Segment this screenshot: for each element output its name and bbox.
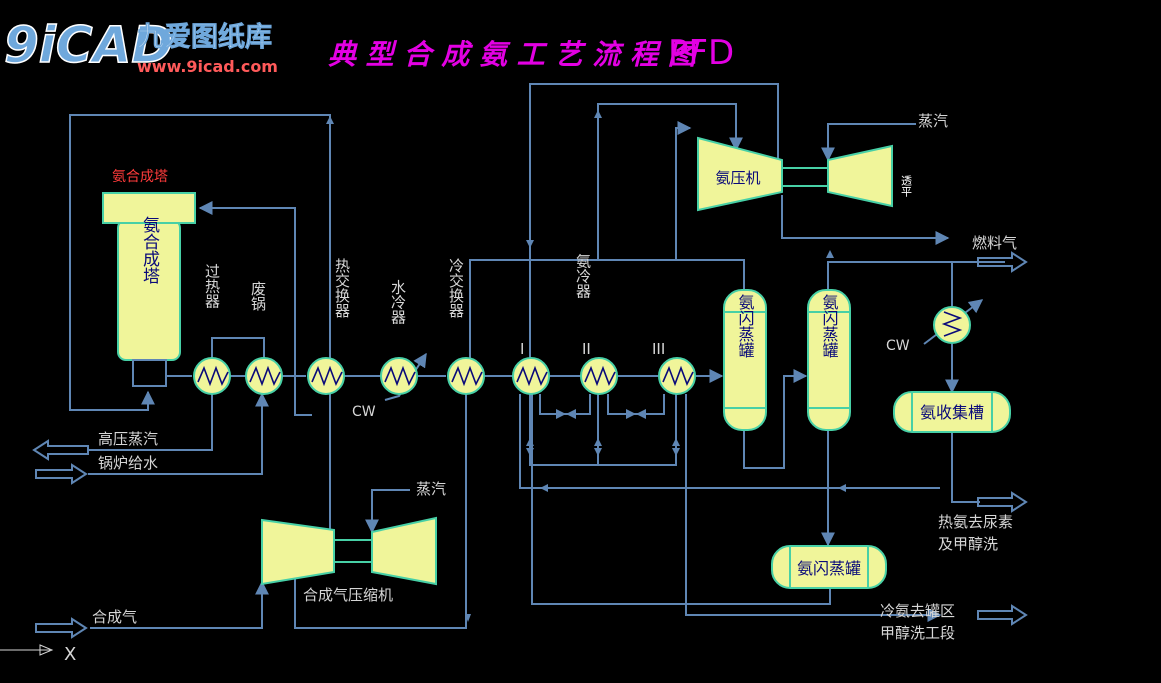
ammonia-compressor-label: 氨压机 (715, 169, 760, 187)
pipe-right-return (685, 394, 942, 622)
receiver-label: 氨收集槽 (920, 403, 984, 422)
pipe-hx-to-reactor (198, 201, 312, 416)
fuel-gas-label: 燃料气 (972, 234, 1017, 252)
hp-steam-label: 高压蒸汽 (98, 430, 158, 448)
pipe-left-return (519, 394, 940, 489)
flash-drum-2-label: 氨闪蒸罐 (820, 294, 839, 358)
ucs-icon (0, 644, 54, 656)
hot-ammonia-arrow (977, 491, 1028, 513)
flash-drum-3-label: 氨闪蒸罐 (797, 559, 861, 578)
pipe-cold-hx-up (469, 259, 745, 358)
pipe-steam-bottom (365, 489, 410, 534)
pipe-valve-link-2 (607, 394, 665, 415)
pipe-cw-water-cooler (384, 352, 427, 401)
pipe-nh3-cooler2-up (597, 103, 743, 244)
pipe-turbine-steam (821, 123, 916, 162)
pipe-bfw (88, 392, 269, 475)
ammonia-cooler-label: 氨冷器 (574, 254, 592, 299)
ucs-x-label: X (64, 644, 76, 665)
fuel-gas-arrow (977, 251, 1028, 273)
cold-exchanger (447, 357, 485, 395)
pipe-syngas-feed (90, 580, 269, 629)
cw-label-1: CW (352, 404, 376, 420)
cw-label-2: CW (886, 338, 910, 354)
pipe-receiver-out (951, 432, 980, 503)
valve-1 (556, 409, 576, 419)
steam-top-label: 蒸汽 (918, 112, 948, 130)
bfw-label: 锅炉给水 (98, 454, 158, 472)
pipe-superheater-bracket (211, 337, 265, 358)
ammonia-cooler-3 (658, 357, 696, 395)
pipe-hp-steam (88, 394, 213, 451)
roman-label-2: II (582, 340, 591, 358)
superheater-label: 过热器 (203, 264, 221, 309)
cold-exchanger-label: 冷交换器 (447, 258, 465, 318)
page-title: 典 型 合 成 氨 工 艺 流 程 图 (328, 38, 700, 71)
heat-exchanger-label: 热交换器 (333, 258, 351, 318)
condenser-exchanger (933, 306, 971, 344)
syngas-label: 合成气 (92, 608, 137, 626)
ammonia-cooler-1 (512, 357, 550, 395)
waste-boiler-exchanger (245, 357, 283, 395)
water-cooler-label: 水冷器 (389, 280, 407, 325)
ammonia-receiver (893, 391, 1011, 433)
superheater-exchanger (193, 357, 231, 395)
piping (69, 83, 1005, 629)
pipe-cooler-manifold-1 (529, 394, 677, 466)
page-title-pfd: PFD (668, 33, 734, 73)
pipe-nh3-cooler3-up (675, 121, 692, 244)
pipe-reactor-top-loop (69, 114, 331, 411)
ammonia-cooler-2 (580, 357, 618, 395)
hp-steam-arrow (32, 439, 89, 461)
syngas-arrow (35, 617, 88, 639)
valves (556, 409, 646, 419)
roman-label-3: III (652, 340, 665, 358)
pipe-valve-link-1 (539, 394, 591, 415)
site-name: 九爱图纸库 (137, 21, 272, 53)
pipe-fd2-top (827, 261, 1005, 290)
ammonia-compressor (697, 136, 893, 212)
pipe-nh3-comp-out (781, 195, 950, 245)
hot-ammonia-label-2: 及甲醇洗 (938, 535, 998, 553)
water-cooler (380, 357, 418, 395)
turbine-label: 透平 (900, 175, 913, 198)
waste-boiler-label: 废锅 (249, 281, 267, 312)
flow-arrows (326, 110, 846, 622)
syngas-compressor (261, 516, 437, 586)
steam-bottom-label: 蒸汽 (416, 480, 446, 498)
cold-ammonia-label-1: 冷氨去罐区 (880, 602, 955, 620)
flash-drum-2 (807, 289, 851, 431)
pipe-cold-hx-down (294, 394, 467, 629)
syngas-compressor-label: 合成气压缩机 (303, 586, 393, 604)
flash-drum-1 (723, 289, 767, 431)
site-url: www.9icad.com (137, 57, 278, 76)
exchanger-zigzags (197, 311, 963, 387)
valve-2 (626, 409, 646, 419)
ammonia-reactor (102, 192, 196, 387)
logo: 9iCAD 九爱图纸库 www.9icad.com (3, 15, 278, 76)
pipe-fd1-bottom (743, 369, 808, 469)
roman-label-1: I (520, 340, 524, 358)
exchangers (193, 306, 971, 395)
pipe-nh3-top-header (529, 83, 779, 358)
reactor-title: 氨合成塔 (112, 169, 168, 185)
flash-drum-1-label: 氨闪蒸罐 (736, 294, 755, 358)
battery-limit-arrows (32, 251, 1028, 639)
hot-ammonia-label-1: 热氨去尿素 (938, 513, 1013, 531)
pipe-bottom-drum-loop (531, 394, 831, 605)
heat-exchanger (307, 357, 345, 395)
flash-drum-3 (771, 545, 887, 589)
bfw-arrow (35, 463, 88, 485)
cold-ammonia-arrow (977, 604, 1028, 626)
pipe-cooler-headers (529, 244, 677, 261)
logo-text: 9iCAD (4, 16, 173, 74)
reactor-body-label: 氨合成塔 (139, 216, 160, 284)
cold-ammonia-label-2: 甲醇洗工段 (880, 624, 955, 642)
